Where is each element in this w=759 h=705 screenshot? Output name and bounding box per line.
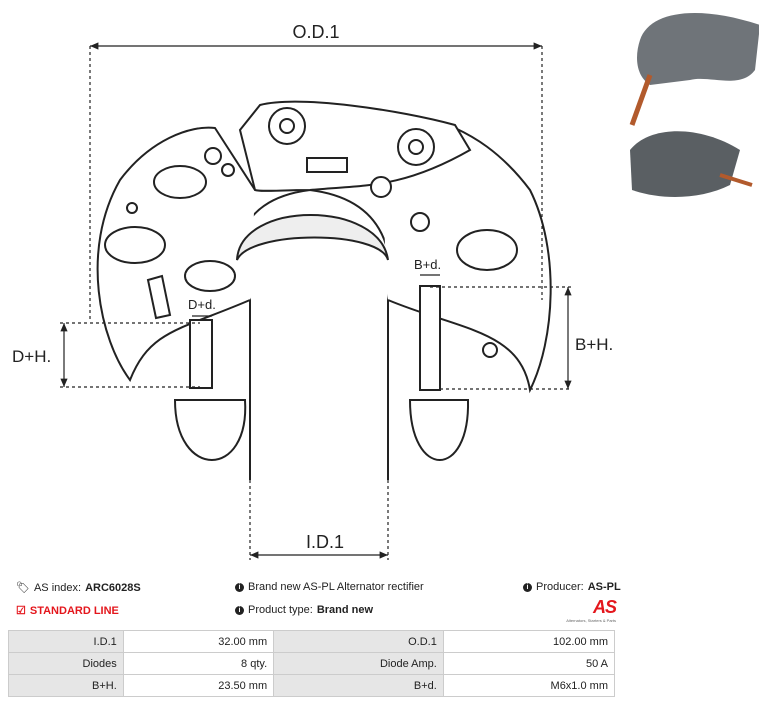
spec-value: 32.00 mm <box>122 630 275 653</box>
info-icon: i <box>235 582 244 592</box>
table-row: B+H.23.50 mm B+d.M6x1.0 mm <box>8 674 616 697</box>
spec-key: B+H. <box>8 674 124 697</box>
spec-value: 102.00 mm <box>442 630 616 653</box>
producer-value: AS-PL <box>587 581 621 593</box>
as-index-label: AS index: <box>33 581 82 594</box>
spec-value: 23.50 mm <box>122 674 275 697</box>
standard-line-label: STANDARD LINE <box>29 604 119 617</box>
spec-value: M6x1.0 mm <box>442 674 616 697</box>
product-photo-bottom <box>630 131 753 197</box>
tags-icon: 🏷 <box>16 582 30 594</box>
as-index: 🏷 AS index: ARC6028S <box>16 581 141 595</box>
spec-key: Diode Amp. <box>273 652 444 675</box>
bh-label: B+H. <box>575 335 613 354</box>
as-pl-logo: AS Alternators, Starters & Parts <box>560 597 617 623</box>
spec-value: 8 qty. <box>122 652 275 675</box>
product-photo-top <box>629 13 759 126</box>
description-text: Brand new AS-PL Alternator rectifier <box>248 581 424 593</box>
dh-label: D+H. <box>12 347 51 366</box>
spec-key: O.D.1 <box>273 630 444 653</box>
standard-line: ☑ STANDARD LINE <box>16 604 119 618</box>
info-icon: i <box>523 582 532 592</box>
checkbox-icon: ☑ <box>16 605 26 617</box>
product-type: i Product type: Brand new <box>235 604 373 616</box>
as-index-value: ARC6028S <box>85 581 141 594</box>
spec-key: Diodes <box>8 652 124 675</box>
logo-text: AS <box>592 597 617 617</box>
info-icon: i <box>235 605 244 615</box>
producer: i Producer: AS-PL <box>523 581 621 593</box>
logo-subtitle: Alternators, Starters & Parts <box>566 618 616 623</box>
producer-label: Producer: <box>536 581 584 593</box>
rectifier-diagram: O.D.1 I.D.1 D+H. B+H. D+d. B+d. <box>12 13 759 560</box>
bd-label: B+d. <box>414 257 441 272</box>
spec-key: B+d. <box>273 674 444 697</box>
spec-value: 50 A <box>442 652 616 675</box>
dd-label: D+d. <box>188 297 216 312</box>
description: i Brand new AS-PL Alternator rectifier <box>235 581 424 593</box>
dimension-lines <box>60 42 572 560</box>
id-label: I.D.1 <box>306 532 344 552</box>
od-label: O.D.1 <box>292 22 339 42</box>
product-type-label: Product type: <box>248 604 313 616</box>
spec-key: I.D.1 <box>8 630 124 653</box>
rectifier-outline <box>96 100 552 480</box>
product-type-value: Brand new <box>316 604 374 616</box>
